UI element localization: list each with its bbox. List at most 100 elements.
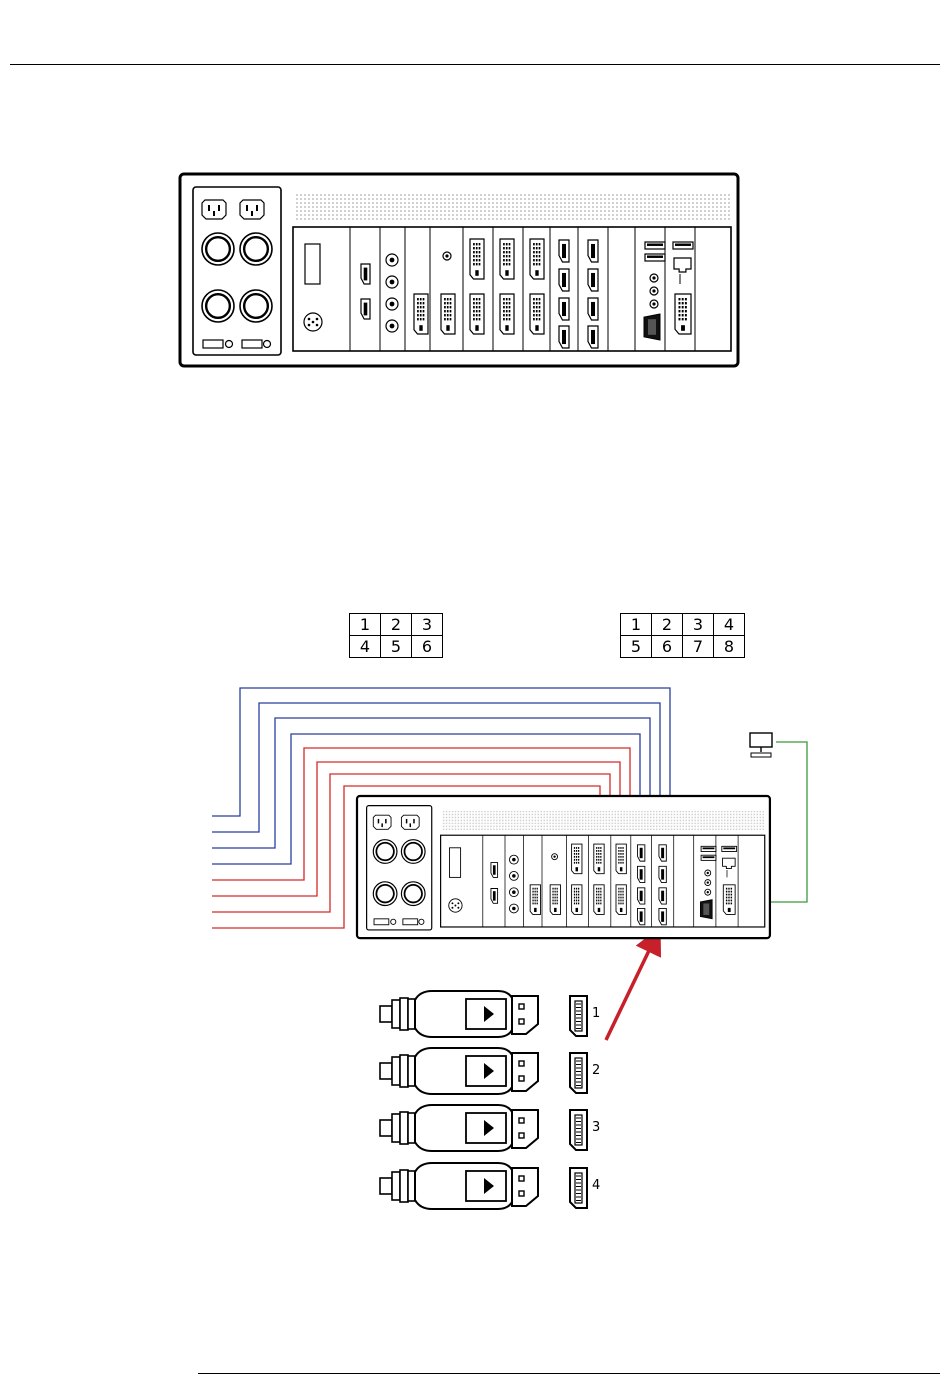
displayport-socket-icon (559, 240, 569, 262)
dvi-port-icon (500, 239, 514, 279)
dvi-port-icon (500, 294, 514, 334)
dvi-port-icon (530, 239, 544, 279)
dvi-port-icon (594, 844, 604, 874)
layout-cell: 3 (412, 614, 443, 636)
usb-port-icon (701, 846, 716, 851)
displayport-plug-icon (380, 1163, 538, 1209)
usb-port-icon (701, 855, 716, 860)
usb-port-icon (673, 242, 693, 249)
displayport-socket-icon (637, 908, 644, 924)
dvi-port-icon (675, 294, 691, 334)
audio-jack-icon (386, 298, 398, 310)
layout-cell: 1 (621, 614, 652, 636)
dvi-port-icon (441, 294, 455, 334)
fan-icon (240, 290, 272, 322)
displayport-port-icon (570, 1110, 587, 1150)
vga-port-icon (700, 900, 712, 919)
layout-cell: 8 (714, 636, 745, 658)
ps2-port-icon (449, 899, 462, 912)
displayport-socket-icon (637, 888, 644, 904)
displayport-port-icon (570, 1053, 587, 1093)
fan-icon (202, 290, 234, 322)
audio-jack-icon (386, 276, 398, 288)
port-label-3: 3 (592, 1120, 600, 1135)
fan-icon (373, 840, 397, 864)
displayport-port-icon (570, 996, 587, 1036)
displayport-plug-icon (380, 1048, 538, 1094)
port-label-4: 4 (592, 1178, 600, 1193)
audio-jack-icon (705, 870, 711, 876)
audio-jack-icon (443, 252, 451, 260)
displayport-socket-icon (637, 845, 644, 861)
layout-cell: 6 (412, 636, 443, 658)
port-label-2: 2 (592, 1063, 600, 1078)
displayport-port-icon (570, 1168, 587, 1208)
vga-port-icon (644, 314, 660, 340)
displayport-socket-icon (361, 264, 370, 284)
dvi-port-icon (616, 885, 626, 915)
audio-jack-icon (650, 274, 658, 282)
layout-cell: 5 (381, 636, 412, 658)
fan-icon (401, 882, 425, 906)
displayport-socket-icon (361, 299, 370, 319)
layout-cell: 2 (652, 614, 683, 636)
fan-icon (240, 233, 272, 265)
audio-jack-icon (650, 300, 658, 308)
port-label-1: 1 (592, 1006, 600, 1021)
displayport-socket-icon (659, 866, 666, 882)
displayport-plug-icon (380, 1105, 538, 1151)
displayport-socket-icon (637, 866, 644, 882)
displayport-socket-icon (559, 298, 569, 320)
displayport-plug-icon (380, 991, 538, 1037)
usb-port-icon (722, 846, 737, 851)
displayport-socket-icon (588, 298, 598, 320)
dvi-port-icon (616, 844, 626, 874)
audio-jack-icon (386, 254, 398, 266)
vent-grille (442, 811, 764, 830)
displayport-socket-icon (588, 326, 598, 348)
power-inlet-icon (202, 200, 226, 219)
audio-jack-icon (650, 287, 658, 295)
layout-cell: 5 (621, 636, 652, 658)
dvi-port-icon (530, 885, 540, 915)
audio-jack-icon (509, 871, 518, 880)
displayport-socket-icon (659, 845, 666, 861)
audio-jack-icon (705, 880, 711, 886)
displayport-socket-icon (559, 269, 569, 291)
layout-cell: 1 (350, 614, 381, 636)
dvi-port-icon (723, 885, 735, 915)
displayport-socket-icon (659, 908, 666, 924)
usb-port-icon (645, 242, 665, 249)
displayport-socket-icon (659, 888, 666, 904)
fan-icon (202, 233, 234, 265)
dvi-port-icon (414, 294, 428, 334)
usb-port-icon (645, 254, 665, 261)
fan-icon (373, 882, 397, 906)
ps2-port-icon (304, 313, 322, 331)
workstation-rear-panel-connected (357, 796, 770, 938)
power-inlet-icon (240, 200, 264, 219)
audio-jack-icon (552, 854, 558, 860)
layout-cell: 4 (350, 636, 381, 658)
dvi-port-icon (470, 239, 484, 279)
layout-cell: 2 (381, 614, 412, 636)
layout-cell: 7 (683, 636, 714, 658)
dvi-port-icon (470, 294, 484, 334)
audio-jack-icon (509, 888, 518, 897)
rear-panel-chassis (357, 796, 770, 938)
displayport-plug-list (380, 991, 587, 1209)
displayport-socket-icon (588, 269, 598, 291)
displayport-socket-icon (588, 240, 598, 262)
displayport-socket-icon (491, 863, 498, 878)
dvi-port-icon (572, 885, 582, 915)
vent-grille (295, 194, 730, 220)
layout-cell: 3 (683, 614, 714, 636)
workstation-rear-panel (180, 174, 738, 366)
layout-cell: 4 (714, 614, 745, 636)
power-inlet-icon (373, 815, 391, 829)
power-inlet-icon (401, 815, 419, 829)
dvi-port-icon (550, 885, 560, 915)
